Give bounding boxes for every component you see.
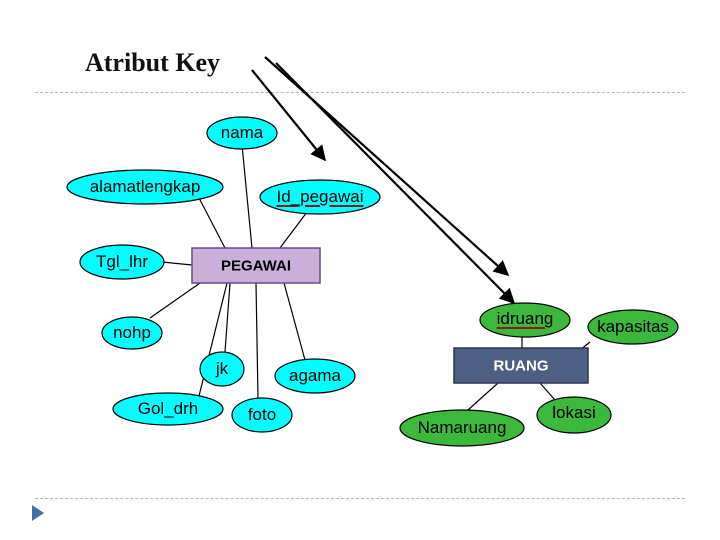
attr-lokasi-ellipse [536,396,612,434]
link-namaruang [467,382,499,411]
attr-alamat-label: alamatlengkap [89,177,201,196]
attr-nama-label: nama [220,123,264,142]
attr-nohp-ellipse [101,316,163,350]
entity-ruang-label: RUANG [493,357,549,375]
link-nama [241,144,253,249]
attr-gol-drh-ellipse [112,392,224,426]
ruang-connectors [467,336,591,411]
pegawai-attribute-shapes [66,116,381,433]
link-gol-drh [197,282,228,401]
link-nohp [149,282,201,319]
attr-alamat-ellipse [66,169,224,205]
link-agama [283,282,306,361]
attr-idruang-label: idruang [496,309,554,328]
attr-idruang-ellipse [479,302,571,338]
link-alamat [197,195,226,249]
attr-nama-ellipse [206,116,278,150]
top-divider [35,92,685,93]
attr-kapasitas-label: kapasitas [597,317,669,336]
entity-pegawai-label: PEGAWAI [220,257,292,275]
arrow-to-idruang-pk [275,62,516,305]
pegawai-connectors [149,144,311,401]
attr-id-pegawai-label: Id_pegawai [276,187,364,206]
link-lokasi [539,382,556,401]
slide-bullet-icon [32,505,44,521]
attr-jk-label: jk [215,359,229,378]
entity-pegawai-box [191,247,321,284]
ruang-attribute-shapes [399,302,679,447]
pointer-arrows [251,56,516,305]
attr-lokasi-label: lokasi [552,403,596,422]
attr-gol-drh-label: Gol_drh [137,399,199,418]
attr-foto-label: foto [247,405,277,424]
link-jk [224,282,231,353]
slide-title: Atribut Key [85,48,221,77]
entity-ruang-box [453,347,589,384]
link-id-pegawai [279,207,311,249]
attr-tgl-lhr-label: Tgl_lhr [96,252,148,271]
attr-namaruang-ellipse [399,409,525,447]
attr-jk-ellipse [199,351,245,387]
link-foto [255,282,259,399]
attr-id-pegawai-ellipse [259,179,381,215]
attr-agama-label: agama [289,366,341,385]
attr-foto-ellipse [231,397,293,433]
link-tgl-lhr [161,261,193,266]
arrow-to-id-pegawai [251,69,326,162]
bottom-divider [35,498,685,499]
attr-tgl-lhr-ellipse [79,244,165,280]
attr-nohp-label: nohp [113,323,151,342]
attr-namaruang-label: Namaruang [417,418,507,437]
attr-kapasitas-ellipse [587,309,679,345]
attr-agama-ellipse [274,358,356,394]
